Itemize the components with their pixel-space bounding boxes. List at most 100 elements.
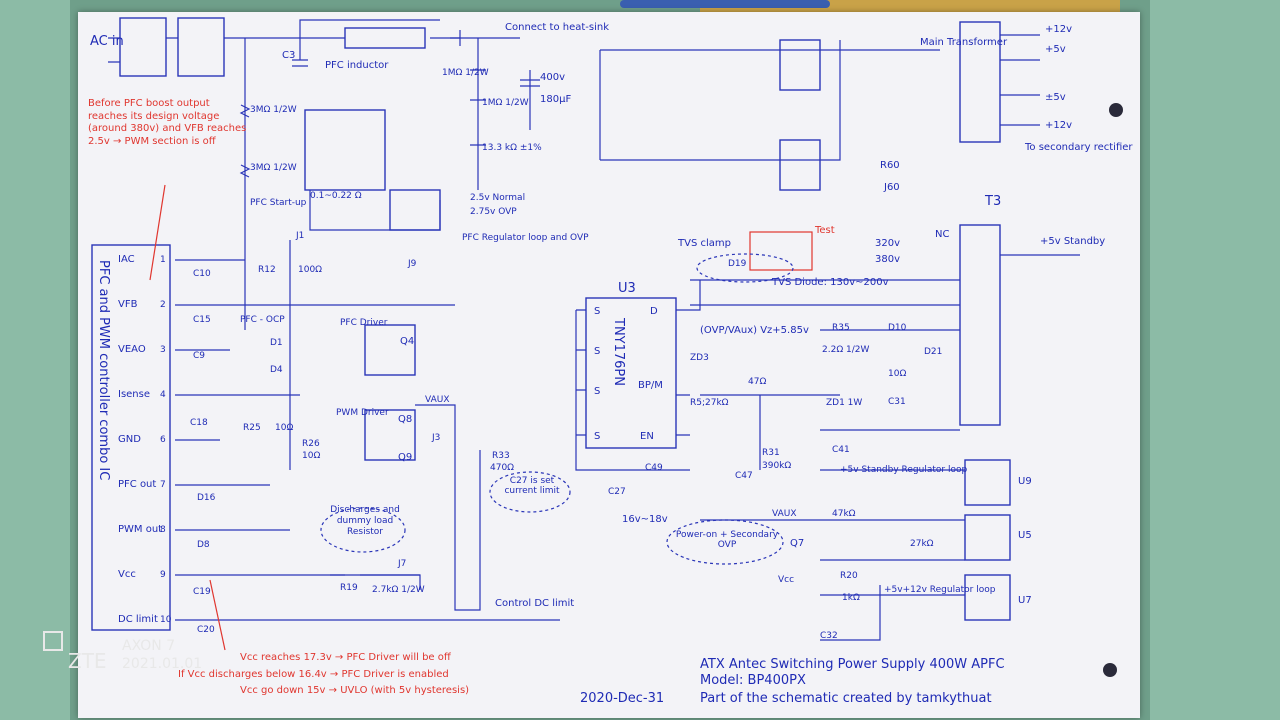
- controller-pin-name: PFC out: [118, 479, 156, 490]
- q7-label: Q7: [790, 538, 804, 549]
- c3-cap: [292, 38, 308, 67]
- emi-filter: [119, 17, 167, 77]
- v380-label: 380v: [875, 254, 900, 265]
- c10-label: C10: [193, 269, 211, 279]
- power-on-ellipse: [666, 519, 784, 565]
- c27-label: C27: [608, 487, 626, 497]
- secondary-label: To secondary rectifier: [1024, 142, 1133, 153]
- drain-net: [690, 279, 960, 306]
- camera-frame-icon: [43, 631, 63, 651]
- c15-label: C15: [193, 315, 211, 325]
- c20-label: C20: [197, 625, 215, 635]
- pfc-mosfet-area: [304, 109, 386, 191]
- u9-label: U9: [1018, 476, 1032, 487]
- pfc-inductor: [344, 27, 426, 49]
- c400v-label: 400v: [540, 72, 565, 83]
- pfc-inductor-label: PFC inductor: [325, 60, 389, 71]
- floor-tile-right: [1150, 0, 1280, 720]
- controller-pin-number: 8: [160, 525, 166, 535]
- controller-pin-name: Vcc: [118, 569, 136, 580]
- controller-pin-number: 2: [160, 300, 166, 310]
- tvs-clamp-ellipse: [696, 253, 794, 283]
- u9-opto: [964, 459, 1011, 506]
- tvs-clamp-label: TVS clamp: [677, 238, 731, 249]
- pfc-reg-cell: [389, 189, 441, 231]
- d19-label: D19: [728, 259, 747, 269]
- pwm-driver-label: PWM Driver: [336, 408, 389, 418]
- q4-transistor: [364, 324, 416, 376]
- watermark-date: 2021.01.01: [122, 656, 202, 672]
- d16-label: D16: [197, 493, 216, 503]
- ac-label: AC in: [90, 34, 124, 49]
- discharge-note: Discharges and dummy load Resistor: [330, 505, 400, 537]
- r100-label: 100Ω: [298, 265, 322, 275]
- c18-label: C18: [190, 418, 208, 428]
- u5-label: U5: [1018, 530, 1032, 541]
- footer-date: 2020-Dec-31: [580, 691, 664, 706]
- nc-label: NC: [935, 229, 949, 240]
- u3-pin-s2: S: [594, 346, 600, 357]
- ovp-label: 2.75v OVP: [470, 207, 517, 217]
- watermark-model: AXON 7: [122, 638, 175, 654]
- r25-label: R25: [243, 423, 261, 433]
- c27-note: C27 is set current limit: [504, 476, 560, 497]
- r26-label: R26: [302, 439, 320, 449]
- c9-label: C9: [193, 351, 205, 361]
- vcc-note-1: Vcc reaches 17.3v → PFC Driver will be o…: [240, 652, 452, 663]
- controller-pin-number: 7: [160, 480, 166, 490]
- red-arrow-pfc: [149, 184, 166, 281]
- r35-value: 2.2Ω 1/2W: [822, 345, 870, 355]
- r1m-b-label: 1MΩ 1/2W: [482, 98, 529, 108]
- vaux-label: VAUX: [425, 395, 450, 405]
- r1m-a-label: 1MΩ 1/2W: [442, 68, 489, 78]
- j60-label: J60: [883, 182, 900, 193]
- pfc-boost-note-box: Before PFC boost output reaches its desi…: [88, 98, 246, 147]
- test-label: Test: [814, 225, 835, 236]
- r20-value: 1kΩ: [842, 593, 860, 603]
- c47-label: C47: [735, 471, 753, 481]
- controller-pin-number: 3: [160, 345, 166, 355]
- q9-label: Q9: [398, 452, 412, 463]
- u3-pin-s1: S: [594, 306, 600, 317]
- controller-pin-number: 4: [160, 390, 166, 400]
- controller-ic: [91, 244, 171, 631]
- r47k-label: 47kΩ: [832, 509, 856, 519]
- pfc-driver-label: PFC Driver: [340, 318, 388, 328]
- lower-mosfet: [779, 139, 821, 191]
- ovp-formula-label: (OVP/VAux) Vz+5.85v: [700, 325, 809, 336]
- volt-range-label: 16v~18v: [622, 514, 668, 525]
- red-arrow-vcc: [209, 579, 226, 651]
- r19-label: R19: [340, 583, 358, 593]
- c19-label: C19: [193, 587, 211, 597]
- punch-hole-top: [1109, 103, 1123, 117]
- vaux2-label: VAUX: [772, 509, 797, 519]
- u5-opto: [964, 514, 1011, 561]
- rsense-label: 0.1~0.22 Ω: [310, 191, 362, 201]
- d21-label: D21: [924, 347, 942, 357]
- bulk-cap: [520, 70, 540, 130]
- heatsink-label: Connect to heat-sink: [505, 22, 609, 33]
- j1-label: J1: [295, 231, 304, 241]
- schematic-paper: [78, 12, 1140, 718]
- d8-label: D8: [197, 540, 210, 550]
- pfc-startup-label: PFC Start-up: [250, 198, 307, 208]
- controller-pin-name: VFB: [118, 299, 138, 310]
- controller-pin-number: 10: [160, 615, 172, 625]
- u3-pin-bp: BP/M: [638, 380, 663, 391]
- r10-label: 10Ω: [275, 423, 293, 433]
- main-transformer-label: Main Transformer: [920, 37, 1008, 48]
- r47-label: 47Ω: [748, 377, 766, 387]
- watermark-brand: ZTE: [68, 649, 107, 673]
- main-transformer: [959, 21, 1001, 143]
- q8-label: Q8: [398, 414, 412, 425]
- t3-label: T3: [984, 194, 1001, 209]
- c32-label: C32: [820, 631, 838, 641]
- r33-label: R33: [492, 451, 510, 461]
- u3-pin-s3: S: [594, 386, 600, 397]
- u3-chip: [585, 297, 677, 449]
- opto-nets: [700, 469, 965, 641]
- c31-label: C31: [888, 397, 906, 407]
- standby-loop-label: +5v Standby Regulator loop: [840, 465, 967, 475]
- r5-label: R5;27kΩ: [690, 398, 729, 408]
- j3-label: J3: [431, 433, 440, 443]
